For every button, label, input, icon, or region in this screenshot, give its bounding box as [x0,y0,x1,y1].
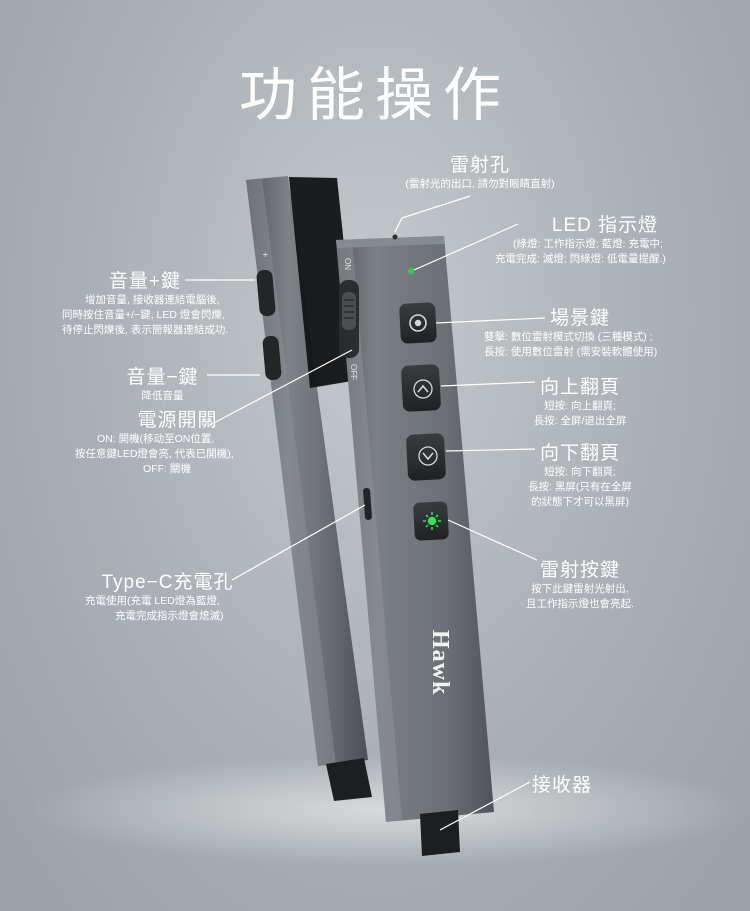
page-down-desc-1: 短按: 向下翻頁; [544,466,616,478]
page-down-desc-2: 長按: 黑屏(只有在全屏 [528,481,632,493]
scene-desc-1: 雙擊: 數位雷射模式切換 (三種模式) ; [484,331,653,343]
laser-button-callout: 雷射按鍵 按下此鍵雷射光射出, 且工作指示燈也會亮起. [510,555,650,612]
typec-desc-1: 充電使用(充電 LED燈為藍燈, [85,595,220,607]
page-up-callout: 向上翻頁 短按: 向上翻頁; 長按: 全屏/退出全屏 [505,372,655,429]
scene-button [399,302,437,344]
side-plus-label: + [260,252,270,257]
volume-up-heading: 音量+鍵 [108,271,181,292]
volume-up-side-button [256,269,276,317]
front-receiver [420,810,460,856]
page-up-heading: 向上翻頁 [539,377,620,398]
page-up-desc-1: 短按: 向上翻頁; [544,400,616,412]
hawk-logo: Hawk [427,630,453,695]
page-down-button [406,433,446,481]
typec-port [363,487,372,520]
volume-up-desc-2: 同時按住音量+/−鍵, LED 燈會閃爍, [62,309,225,321]
chevron-up-icon [417,384,429,393]
laser-button-desc-2: 且工作指示燈也會亮起. [526,598,634,610]
laser-button-desc-1: 按下此鍵雷射光射出, [531,583,629,595]
switch-off-label: OFF [349,364,358,380]
scene-heading: 場景鍵 [549,308,610,329]
typec-callout: Type−C充電孔 充電使用(充電 LED燈為藍燈, 充電完成指示燈會熄滅) [80,567,255,624]
page-title: 功能操作 [238,63,511,128]
led-desc-2: 充電完成: 滅燈; 閃綠燈: 低電量提醒.) [495,253,666,265]
volume-down-heading: 音量−鍵 [126,367,199,388]
typec-desc-2: 充電完成指示燈會熄滅) [115,610,224,622]
power-callout: 電源開關 ON: 開機(移动至ON位置, 按任意鍵LED燈會亮, 代表已開機),… [75,405,280,477]
laser-button [413,501,449,541]
scene-desc-2: 長按: 使用數位雷射 (需安裝軟體使用) [484,346,658,358]
power-desc-1: ON: 開機(移动至ON位置, [97,433,215,445]
page-down-callout: 向下翻頁 短按: 向下翻頁; 長按: 黑屏(只有在全屏 的狀態下才可以黑屏) [505,438,655,510]
volume-up-callout: 音量+鍵 增加音量, 接收器連結電腦後, 同時按住音量+/−鍵, LED 燈會閃… [40,266,245,338]
receiver-heading: 接收器 [532,775,593,796]
led-desc-1: (綠燈: 工作指示燈; 藍燈: 充電中; [513,238,663,250]
power-switch [339,280,359,358]
volume-up-desc-1: 增加音量, 接收器連結電腦後, [85,294,220,306]
page-down-heading: 向下翻頁 [539,443,620,464]
power-desc-2: 按任意鍵LED燈會亮, 代表已開機), [75,448,234,460]
back-receiver [326,758,372,801]
front-device: Hawk [336,234,494,856]
receiver-callout: 接收器 [532,770,592,797]
laser-button-heading: 雷射按鍵 [539,560,620,581]
page-up-button [401,364,441,412]
scene-callout: 場景鍵 雙擊: 數位雷射模式切換 (三種模式) ; 長按: 使用數位雷射 (需安… [470,303,690,360]
circle-icon [414,319,422,327]
page-up-desc-2: 長按: 全屏/退出全屏 [533,415,627,427]
volume-down-desc: 降低音量 [141,390,184,402]
led-heading: LED 指示燈 [551,215,659,236]
volume-down-callout: 音量−鍵 降低音量 [120,362,220,404]
chevron-down-icon [422,452,434,461]
power-heading: 電源開關 [137,410,218,431]
laser-hole-desc: (雷射光的出口, 請勿對眼睛直射) [405,178,555,190]
laser-hole-heading: 雷射孔 [449,155,510,176]
laser-icon [423,512,441,530]
volume-down-side-button [262,335,282,381]
power-desc-3: OFF: 關機 [143,463,191,475]
typec-heading: Type−C充電孔 [101,572,234,593]
page-down-desc-3: 的狀態下才可以黑屏) [531,496,629,508]
led-indicator [408,268,414,274]
led-callout: LED 指示燈 (綠燈: 工作指示燈; 藍燈: 充電中; 充電完成: 滅燈; 閃… [495,210,685,267]
volume-up-desc-3: 待停止閃爍後, 表示簡報器連結成功. [62,324,229,336]
switch-on-label: ON [343,258,352,270]
laser-hole [392,234,398,240]
laser-hole-callout: 雷射孔 (雷射光的出口, 請勿對眼睛直射) [385,150,575,192]
leader-lines [185,195,546,831]
